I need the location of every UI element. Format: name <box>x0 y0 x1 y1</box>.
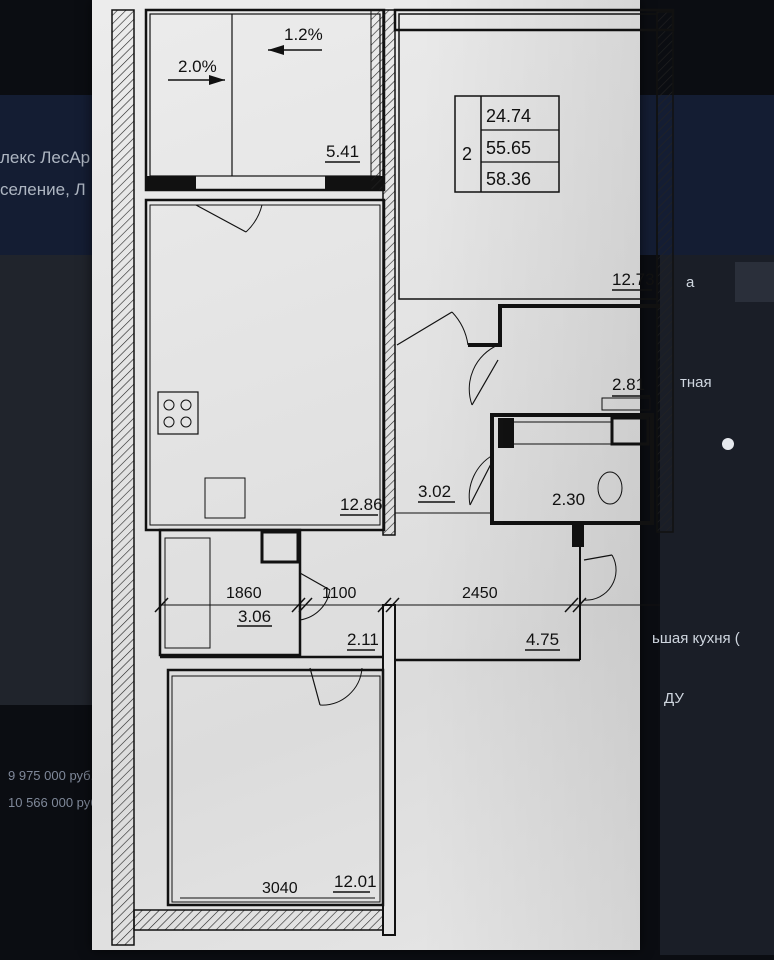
slope-right-label: 1.2% <box>284 25 323 44</box>
area-bathroom: 2.30 <box>552 490 585 509</box>
area-toilet: 3.06 <box>238 607 271 626</box>
toilet-icon <box>597 471 623 505</box>
exterior-wall-bottom <box>133 909 385 931</box>
stove-icon <box>157 391 199 435</box>
central-wall-lower <box>382 604 396 936</box>
area-bedroom-bottom: 12.01 <box>334 872 377 891</box>
area-hallway-right: 4.75 <box>526 630 559 649</box>
bg-text-tab: а <box>686 274 695 291</box>
bg-text-settlement: селение, Л <box>0 180 86 199</box>
summary-table <box>454 95 560 193</box>
bg-text-feature-1: тная <box>680 374 712 391</box>
sink-icon <box>204 477 246 519</box>
summary-total-area: 55.65 <box>486 138 531 158</box>
area-balcony: 5.41 <box>326 142 359 161</box>
summary-living-area: 24.74 <box>486 106 531 126</box>
area-kitchen: 12.86 <box>340 495 383 514</box>
area-hall: 2.11 <box>347 630 379 649</box>
bedroom-top-outline <box>398 13 658 300</box>
bg-text-complex: лекс ЛесАр <box>0 148 91 167</box>
bg-text-feature-2: ьшая кухня ( <box>652 630 740 647</box>
bedroom-bottom-outline <box>166 668 385 907</box>
summary-rooms-count: 2 <box>462 144 472 164</box>
dimension-bottom-width: 3040 <box>262 880 298 897</box>
background-tab <box>735 262 774 302</box>
kitchen-outline <box>144 198 386 532</box>
floorplan-paper <box>92 0 640 950</box>
bg-text-price-2: 10 566 000 руб. <box>8 795 102 810</box>
balcony-outline <box>144 8 386 192</box>
exterior-wall-left <box>111 9 135 946</box>
area-corridor: 3.02 <box>418 482 451 501</box>
background-right-panel <box>660 255 774 955</box>
slope-left-label: 2.0% <box>178 57 217 76</box>
toilet-room-outline <box>158 528 302 657</box>
dimension-hall-width: 1100 <box>322 585 357 602</box>
area-bedroom-top: 12.73 <box>612 270 655 289</box>
bg-text-price-1: 9 975 000 руб. <box>8 768 95 783</box>
wardrobe-wall <box>468 304 660 347</box>
magnifier-icon <box>722 438 734 450</box>
bg-text-feature-3: ДУ <box>664 690 684 707</box>
exterior-wall-right <box>656 11 674 533</box>
dimension-right-width: 2450 <box>462 585 498 602</box>
area-wardrobe: 2.81 <box>612 375 645 394</box>
dimension-toilet-width: 1860 <box>226 585 262 602</box>
summary-total-with-balcony: 58.36 <box>486 169 531 189</box>
